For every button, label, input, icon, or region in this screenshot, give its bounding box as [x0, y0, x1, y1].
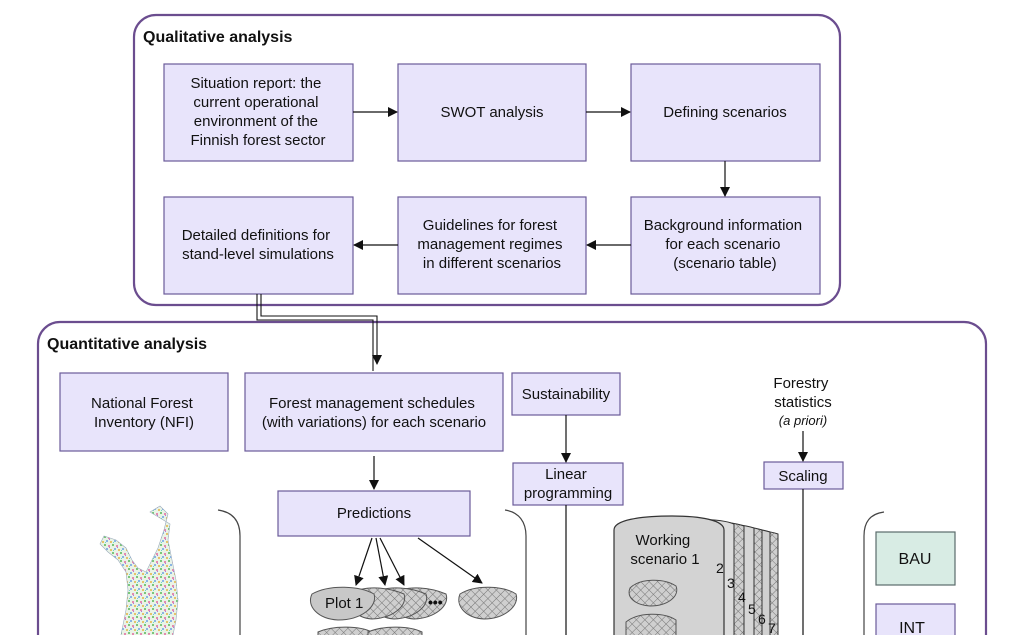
brace-outcomes: [863, 511, 885, 635]
svg-text:Linear programming: Linear programming: [524, 466, 612, 502]
bau-box: BAU: [875, 531, 956, 586]
working-line-1: Working: [636, 532, 691, 549]
plot-shape-row2-a: [317, 626, 373, 635]
svg-text:National Forest Inventor: National Forest Inventory (NFI): [91, 395, 197, 431]
situation-line-4: Finnish forest sector: [190, 132, 325, 149]
forestry-line-1: Forestry: [773, 375, 829, 392]
situation-line-2: current operational: [193, 94, 318, 111]
situation-line-1: Situation report: the: [190, 75, 321, 92]
nfi-line-1: National Forest: [91, 395, 194, 412]
plot-shape-n: [458, 586, 518, 620]
detailed-line-1: Detailed definitions for: [182, 227, 330, 244]
finland-map: [99, 505, 179, 635]
svg-text:Detailed definitions for: Detailed definitions for stand-level sim…: [182, 227, 335, 263]
arrow-pred-to-plot-3: [379, 537, 405, 586]
detailed-line-2: stand-level simulations: [182, 246, 334, 263]
background-line-3: (scenario table): [673, 255, 776, 272]
schedules-box: Forest management schedules (with variat…: [244, 372, 504, 452]
a-priori-label: (a priori): [779, 413, 827, 428]
nfi-box: National Forest Inventory (NFI): [59, 372, 229, 452]
plot-shape-1: [310, 586, 376, 621]
working-scenario-stack: [613, 515, 779, 635]
arrow-pred-to-plot-2: [375, 537, 389, 586]
defining-scenarios-box: Defining scenarios: [630, 63, 821, 162]
forestry-statistics-label: Forestry statistics: [773, 375, 832, 411]
qualitative-title: Qualitative analysis: [143, 29, 293, 46]
linear-line-2: programming: [524, 485, 612, 502]
bau-label: BAU: [899, 551, 932, 568]
detailed-definitions-box: Detailed definitions for stand-level sim…: [163, 196, 354, 295]
plot-ellipsis: •••: [428, 594, 443, 610]
linear-programming-box: Linear programming: [512, 462, 624, 506]
layer-number-5: 5: [748, 601, 756, 617]
brace-left: [217, 509, 241, 635]
background-info-box: Background information for each scenario…: [630, 196, 821, 295]
predictions-box: Predictions: [277, 490, 471, 537]
plot-shape-row2-b: [367, 626, 423, 635]
int-box: INT: [875, 603, 956, 635]
swot-label: SWOT analysis: [440, 104, 543, 121]
arrow-pred-to-plot-1: [354, 537, 373, 586]
quantitative-title: Quantitative analysis: [47, 336, 207, 353]
svg-text:Situation report: the cu: Situation report: the current operationa…: [190, 75, 325, 149]
brace-right: [504, 509, 527, 635]
guidelines-box: Guidelines for forest management regimes…: [397, 196, 587, 295]
guidelines-line-3: in different scenarios: [423, 255, 561, 272]
schedules-line-2: (with variations) for each scenario: [262, 414, 486, 431]
swot-box: SWOT analysis: [397, 63, 587, 162]
svg-text:Forest management schedules: Forest management schedules (with variat…: [262, 395, 486, 431]
scaling-label: Scaling: [778, 468, 827, 485]
predictions-label: Predictions: [337, 505, 411, 522]
layer-number-4: 4: [738, 589, 746, 605]
background-line-1: Background information: [644, 217, 802, 234]
sustainability-label: Sustainability: [522, 386, 611, 403]
scenario-layer-1: [613, 515, 725, 635]
situation-line-3: environment of the: [194, 113, 318, 130]
forestry-line-2: statistics: [774, 394, 832, 411]
svg-text:Background information f: Background information for each scenario…: [644, 217, 807, 272]
guidelines-line-2: management regimes: [417, 236, 562, 253]
linear-line-1: Linear: [545, 466, 587, 483]
layer-number-2: 2: [716, 560, 724, 576]
plot-stack: [310, 586, 518, 635]
scenario-blob-2: [625, 613, 677, 635]
layer-number-3: 3: [727, 575, 735, 591]
sustainability-box: Sustainability: [511, 372, 621, 416]
guidelines-line-1: Guidelines for forest: [423, 217, 558, 234]
working-line-2: scenario 1: [630, 551, 699, 568]
working-scenario-label: Working scenario 1: [630, 532, 699, 568]
nfi-line-2: Inventory (NFI): [94, 414, 194, 431]
svg-text:Guidelines for forest ma: Guidelines for forest management regimes…: [417, 217, 566, 272]
plot-1-label: Plot 1: [325, 595, 363, 612]
layer-number-6: 6: [758, 611, 766, 627]
scenario-blob-1: [628, 579, 678, 607]
quantitative-panel: [36, 320, 988, 635]
connector-detailed-to-schedules-outer: [256, 294, 374, 371]
situation-report-box: Situation report: the current operationa…: [163, 63, 354, 162]
defining-label: Defining scenarios: [663, 104, 786, 121]
scaling-box: Scaling: [763, 461, 844, 490]
connector-detailed-to-schedules-inner: [260, 294, 382, 365]
arrow-pred-to-plot-n: [417, 537, 483, 584]
int-label: INT: [899, 620, 925, 635]
layer-number-7: 7: [768, 620, 776, 635]
schedules-line-1: Forest management schedules: [269, 395, 475, 412]
background-line-2: for each scenario: [665, 236, 780, 253]
